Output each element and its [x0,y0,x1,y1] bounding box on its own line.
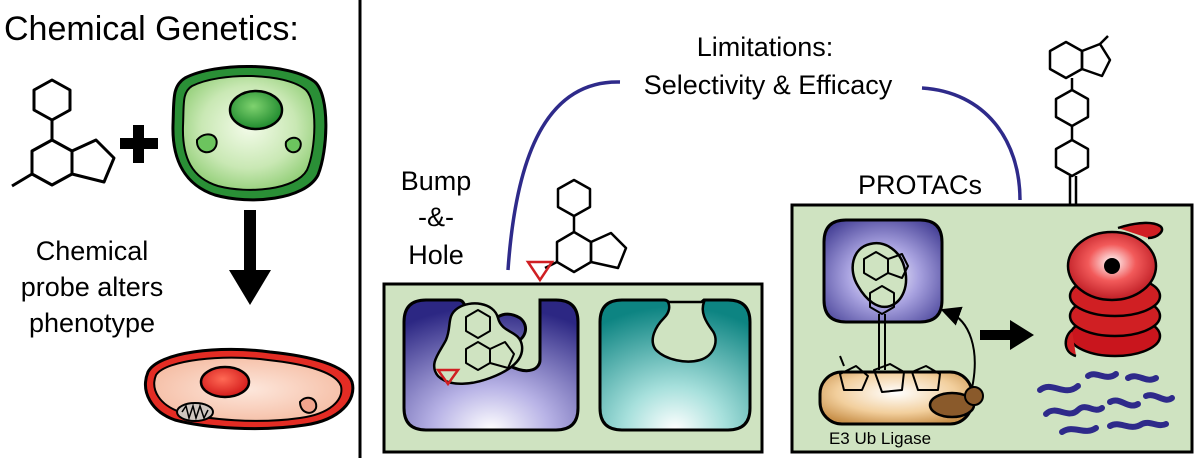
protacs-label: PROTACs [858,170,982,200]
ubiquitination-arrow [940,306,976,389]
engineered-protein [402,298,580,432]
healthy-cell [171,65,328,202]
e3-ligase-label: E3 Ub Ligase [829,429,931,448]
chemical-probe-structure [11,78,116,188]
left-panel: Chemical Genetics: Chemical probe alters… [4,10,355,431]
limitations-arc [506,80,1022,271]
limitations-detail: Selectivity & Efficacy [644,70,893,100]
bump-triangle-icon [525,260,555,283]
wildtype-protein [598,298,752,432]
bump-hole-line-2: -&- [418,202,454,232]
right-panel: Limitations: Selectivity & Efficacy Bump… [382,32,1194,454]
bump-hole-line-3: Hole [408,240,464,270]
plus-icon [120,125,158,163]
left-panel-title: Chemical Genetics: [4,10,299,48]
right-arrow-icon [980,320,1034,350]
bumped-probe-structure [544,178,628,274]
e3-ligase: E3 Ub Ligase [818,355,984,448]
bump-hole-line-1: Bump [401,166,472,196]
peptide-fragments [1037,371,1175,435]
probe-description-line-1: Chemical [36,236,149,266]
probe-description-line-3: phenotype [29,308,155,338]
mitochondrion-icon [176,402,214,422]
probe-description-line-2: probe alters [21,272,164,302]
nucleus [228,89,284,131]
down-arrow-icon [229,210,271,305]
protac-target-protein [822,218,944,370]
proteasome [1064,221,1164,358]
red-nucleus [199,365,251,399]
limitations-heading: Limitations: [697,32,834,62]
altered-cell [144,347,355,431]
